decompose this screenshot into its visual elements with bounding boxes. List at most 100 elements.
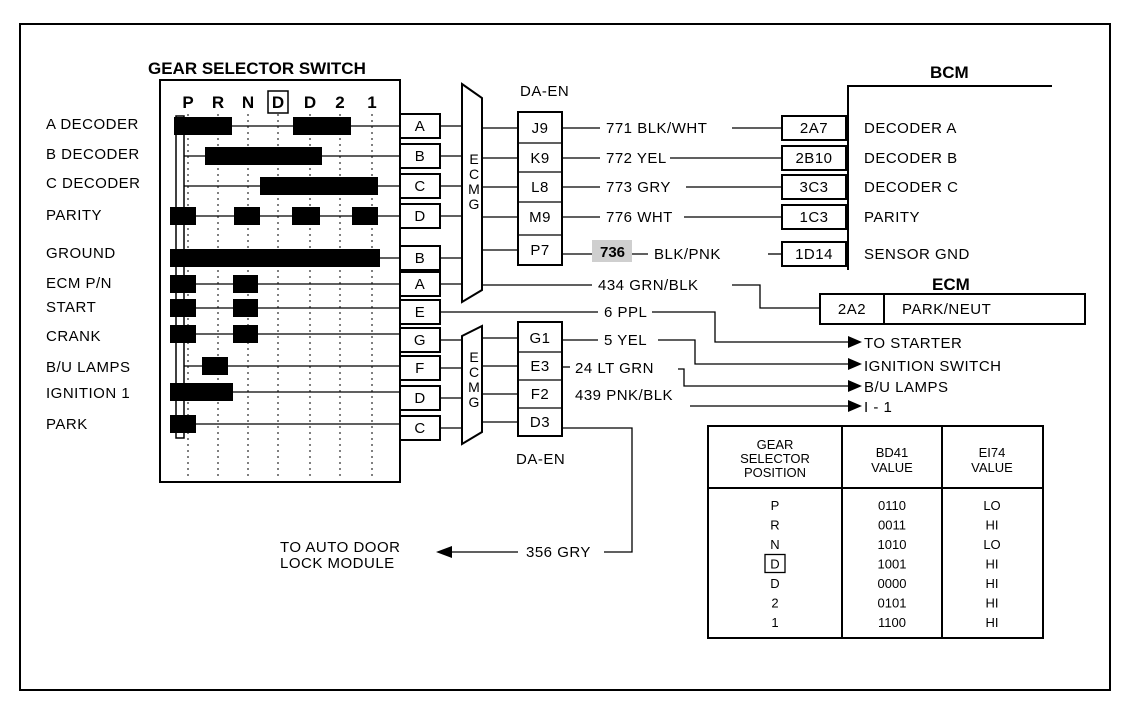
bcm-pin: 1D14 [795, 246, 833, 263]
da-pin-top: M9 [529, 209, 551, 226]
da-en-connector-top [517, 111, 563, 266]
table-cell: HI [986, 615, 999, 630]
pin-letter: E [415, 304, 426, 321]
table-cell: D [770, 557, 779, 572]
switch-contact-bar [293, 117, 351, 135]
switch-contact-bar [170, 275, 196, 293]
da-pin-top: L8 [531, 179, 549, 196]
da-en-connector-bottom [517, 321, 563, 437]
da-en-label-top: DA-EN [520, 83, 569, 100]
wire-e3-label: 24 LT GRN [575, 360, 654, 377]
arrow-to-i1 [848, 400, 862, 412]
position-d: D [304, 93, 316, 112]
bcm-pin-label: DECODER C [864, 179, 959, 196]
da-pin-top: P7 [530, 242, 549, 259]
dest-i-1: I - 1 [864, 399, 892, 416]
bcm-outline [847, 85, 1052, 270]
bcm-pin: 1C3 [799, 209, 828, 226]
pin-box [399, 113, 441, 139]
input-label-b-decoder: B DECODER [46, 146, 140, 163]
pin-letter: A [415, 118, 426, 135]
dest-to-starter: TO STARTER [864, 335, 962, 352]
ecm-title: ECM [932, 275, 970, 294]
switch-contact-bar [234, 207, 260, 225]
pin-letter: G [414, 332, 426, 349]
door-lock-line2: LOCK MODULE [280, 555, 395, 572]
switch-contact-bar [170, 299, 196, 317]
wire-434-label: 434 GRN/BLK [598, 277, 699, 294]
table-cell: 0110 [878, 498, 906, 513]
table-header: VALUE [971, 460, 1013, 475]
table-cell: 0101 [878, 596, 907, 611]
table-header: EI74 [979, 445, 1006, 460]
input-label-crank: CRANK [46, 328, 101, 345]
wire-top-label: 771 BLK/WHT [606, 120, 707, 137]
input-label-start: START [46, 299, 96, 316]
wire-ppl-right [652, 311, 848, 343]
ecmg-connector-bottom [461, 324, 483, 446]
pin-box [399, 143, 441, 169]
table-cell: LO [983, 498, 1000, 513]
pin-letter: D [414, 208, 425, 225]
switch-contact-bar [205, 147, 322, 165]
switch-contact-bar [202, 357, 228, 375]
table-cell: 2 [771, 596, 778, 611]
input-label-bu-lamps: B/U LAMPS [46, 359, 131, 376]
gear-value-table [707, 425, 1044, 639]
position-p: P [182, 93, 193, 112]
pin-box [399, 299, 441, 325]
position-od: D [272, 93, 284, 112]
switch-contact-bar [233, 275, 258, 293]
table-cell: HI [986, 518, 999, 533]
table-header: POSITION [744, 465, 806, 480]
switch-contact-bar [170, 415, 196, 433]
pin-box [399, 271, 441, 297]
wire-434-right [732, 284, 820, 309]
bcm-pin-box [781, 145, 847, 171]
bcm-pin-label: PARITY [864, 209, 920, 226]
table-cell: 0011 [878, 518, 906, 533]
pin-letter: D [414, 390, 425, 407]
bcm-pin-box [781, 241, 847, 267]
da-pin-bottom: D3 [530, 414, 550, 431]
diagram-frame [19, 23, 1111, 691]
wire-g1-right [658, 339, 848, 365]
pin-letter: F [415, 360, 425, 377]
table-cell: HI [986, 596, 999, 611]
arrow-to-ignition [848, 358, 862, 370]
wire-356-label: 356 GRY [526, 544, 591, 561]
wire-top-label: 776 WHT [606, 209, 673, 226]
wire-356-right [562, 427, 633, 553]
wire-top-label: 773 GRY [606, 179, 671, 196]
switch-contact-bar [260, 177, 378, 195]
table-cell: HI [986, 576, 999, 591]
pin-letter: A [415, 276, 426, 293]
switch-contact-bar [174, 117, 232, 135]
door-lock-line1: TO AUTO DOOR [280, 539, 400, 556]
bcm-title: BCM [930, 63, 969, 82]
table-cell: N [770, 537, 779, 552]
da-en-label-bottom: DA-EN [516, 451, 565, 468]
wire-e3-right [678, 368, 848, 387]
table-header: SELECTOR [740, 451, 810, 466]
input-label-ignition-1: IGNITION 1 [46, 385, 130, 402]
pin-box [399, 203, 441, 229]
switch-contact-bar [233, 299, 258, 317]
table-cell: 1 [771, 615, 778, 630]
input-label-a-decoder: A DECODER [46, 116, 139, 133]
da-pin-bottom: E3 [530, 358, 549, 375]
input-label-c-decoder: C DECODER [46, 175, 141, 192]
wire-f2-label: 439 PNK/BLK [575, 387, 673, 404]
position-2: 2 [335, 93, 344, 112]
switch-contact-bar [292, 207, 320, 225]
bcm-pin: 3C3 [799, 179, 828, 196]
wire-g1-label: 5 YEL [604, 332, 647, 349]
wire-top-label: 772 YEL [606, 150, 667, 167]
bcm-pin: 2A7 [800, 120, 828, 137]
dest-ignition-switch: IGNITION SWITCH [864, 358, 1002, 375]
pin-box [399, 415, 441, 441]
